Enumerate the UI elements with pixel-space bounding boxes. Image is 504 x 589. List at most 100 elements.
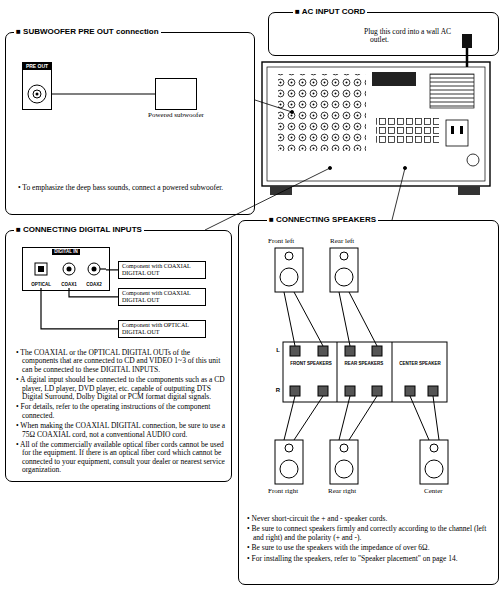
tweeter <box>340 252 348 260</box>
speaker-terminal <box>345 386 355 396</box>
speaker-wire <box>284 396 295 440</box>
jack-pin <box>36 93 39 96</box>
outlet-slot <box>451 126 454 134</box>
input-jack: COAX1 <box>58 256 80 288</box>
speaker-wire <box>349 396 377 440</box>
tweeter <box>430 444 438 452</box>
digital-jacks <box>35 263 106 275</box>
terminal-plate <box>283 342 447 402</box>
leader-line <box>255 100 292 112</box>
optical-port <box>38 266 44 272</box>
speaker-terminal <box>318 386 328 396</box>
panel-heading: ■ CONNECTING DIGITAL INPUTS <box>14 225 144 235</box>
device-name: Powered subwoofer <box>148 111 204 119</box>
cable-stub <box>100 268 106 269</box>
speaker-label: Front left <box>268 237 323 245</box>
jack-ring <box>28 85 46 103</box>
woofer <box>280 268 298 286</box>
speaker-terminal <box>372 386 382 396</box>
speakers <box>275 248 448 484</box>
jack-name: COAX2 <box>86 282 102 288</box>
note-text: • Never short-circuit the + and - speake… <box>247 515 495 523</box>
callout-panel: ■ AC INPUT CORDPlug this cord into a wal… <box>268 12 499 56</box>
input-jack: COAX2 <box>82 256 106 288</box>
foot <box>458 186 480 195</box>
terminal-label: FRONT SPEAKERS <box>288 361 334 366</box>
leader-dot <box>328 166 331 169</box>
speaker-label: Front right <box>268 487 323 495</box>
leader-line <box>392 168 405 220</box>
note-text: • When making the COAXIAL DIGITAL connec… <box>16 422 226 439</box>
speaker-label: Center <box>424 487 464 495</box>
speaker-terminal <box>318 346 328 356</box>
signal-cable <box>52 93 155 94</box>
jack-grid <box>278 74 366 151</box>
approval-mark <box>467 154 479 166</box>
plate-divider <box>337 342 338 402</box>
speaker-terminal-grid <box>376 118 439 145</box>
component-name: Component with OPTICAL DIGITAL OUT <box>122 322 202 336</box>
tweeter <box>285 252 293 260</box>
speaker-wire <box>294 292 323 346</box>
speaker-label: Rear right <box>328 487 383 495</box>
speaker-cabinet <box>330 440 358 484</box>
foot <box>270 186 292 195</box>
leader-dot <box>403 166 406 169</box>
speaker-wire <box>410 396 429 440</box>
note-body: Plug this cord into a wall AC outlet. <box>364 28 458 47</box>
rear-panel <box>267 67 485 181</box>
jack-panel: DIGITAL IN OPTICAL COAX1 COAX2 <box>22 247 110 291</box>
jack-name: OPTICAL <box>31 282 51 288</box>
woofer <box>280 460 298 478</box>
jack-name: PRE OUT <box>23 63 51 70</box>
speaker-terminal <box>345 346 355 356</box>
callout-panel: ■ CONNECTING SPEAKERS• Never short-circu… <box>238 220 499 585</box>
note-text: • Be sure to use the speakers with the i… <box>247 544 495 552</box>
tweeter <box>285 444 293 452</box>
speaker-terminal <box>290 386 300 396</box>
ac-plug <box>462 34 472 48</box>
coaxial-jack <box>88 263 100 275</box>
ac-outlet <box>446 120 468 146</box>
subwoofer-box: Powered subwoofer <box>155 78 197 110</box>
terminal-label: REAR SPEAKERS <box>340 361 388 366</box>
woofer <box>335 268 353 286</box>
panel-heading: ■ SUBWOOFER PRE OUT connection <box>14 27 161 37</box>
speaker-wire <box>339 396 350 440</box>
speaker-wire <box>339 292 350 346</box>
component-name: Component with COAXIAL DIGITAL OUT <box>122 263 202 277</box>
speaker-terminal <box>290 346 300 356</box>
speaker-cabinet <box>275 248 303 292</box>
callout-panel: ■ CONNECTING DIGITAL INPUTS• The COAXIAL… <box>5 230 232 482</box>
leader-lines <box>205 100 407 230</box>
leader-dot <box>290 110 293 113</box>
note-text: • For details, refer to the operating in… <box>16 403 226 420</box>
panel-heading: ■ AC INPUT CORD <box>293 7 367 17</box>
channel-mark: L <box>274 347 282 354</box>
speaker-wire <box>294 396 323 440</box>
model-plate <box>372 72 416 86</box>
note-body: • To emphasize the deep bass sounds, con… <box>18 184 250 194</box>
pre-out-jack <box>28 85 46 103</box>
receiver-body <box>262 62 490 186</box>
panel-tag: DIGITAL IN <box>52 249 79 255</box>
speaker-wire <box>349 292 377 346</box>
outlet-slot <box>460 126 463 134</box>
optical-jack <box>35 263 47 275</box>
ac-cord <box>466 47 469 67</box>
signal-cable <box>69 288 118 297</box>
note-text: • To emphasize the deep bass sounds, con… <box>18 184 250 192</box>
panel-heading: ■ CONNECTING SPEAKERS <box>267 215 378 225</box>
channel-mark: R <box>274 387 282 394</box>
coaxial-pin <box>92 267 97 272</box>
vent-grille <box>430 74 474 108</box>
jack-name: COAX1 <box>61 282 77 288</box>
woofer <box>335 460 353 478</box>
note-text: • All of the commercially available opti… <box>16 441 226 475</box>
note-body: • Never short-circuit the + and - speake… <box>247 515 495 565</box>
speaker-cabinet <box>275 440 303 484</box>
component-name: Component with COAXIAL DIGITAL OUT <box>122 290 202 304</box>
coaxial-pin <box>67 267 72 272</box>
jack-ring <box>33 90 41 98</box>
